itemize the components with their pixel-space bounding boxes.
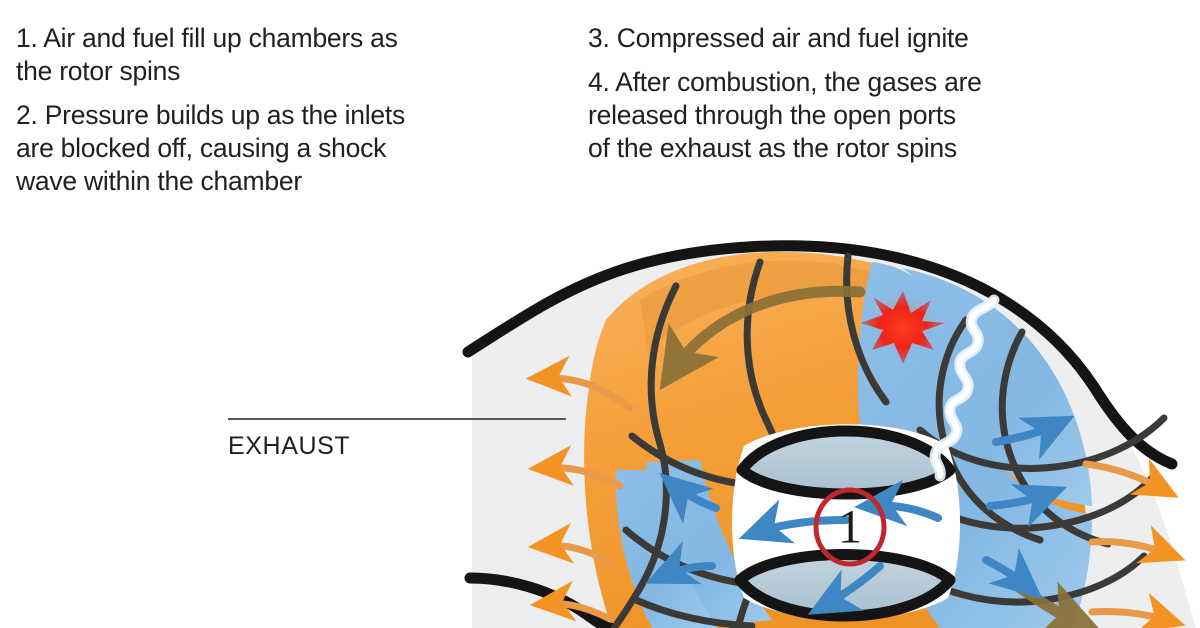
exhaust-leader-line: [228, 418, 566, 420]
callout-step-3: 3. Compressed air and fuel ignite: [588, 23, 969, 53]
callout-column-left: 1. Air and fuel fill up chambers as the …: [16, 22, 528, 209]
callout-step-1: 1. Air and fuel fill up chambers as the …: [16, 23, 398, 86]
exhaust-arrows-left: [525, 355, 634, 622]
intake-arrows-blue: [645, 415, 1075, 615]
exhaust-label: EXHAUST: [228, 432, 351, 460]
callout-step-4: 4. After combustion, the gases are relea…: [588, 66, 982, 163]
step-marker-label: 1: [838, 501, 862, 554]
callout-column-right: 3. Compressed air and fuel ignite 4. Aft…: [588, 22, 1108, 176]
exhaust-arrows-right: [1082, 458, 1186, 628]
hub-lens-top: [736, 425, 956, 500]
ignition-starburst: [861, 291, 945, 364]
shock-wave-zigzag: [929, 294, 1000, 482]
callout-step-2: 2. Pressure builds up as the inlets are …: [16, 99, 405, 196]
step-marker-1: 1: [813, 487, 887, 567]
